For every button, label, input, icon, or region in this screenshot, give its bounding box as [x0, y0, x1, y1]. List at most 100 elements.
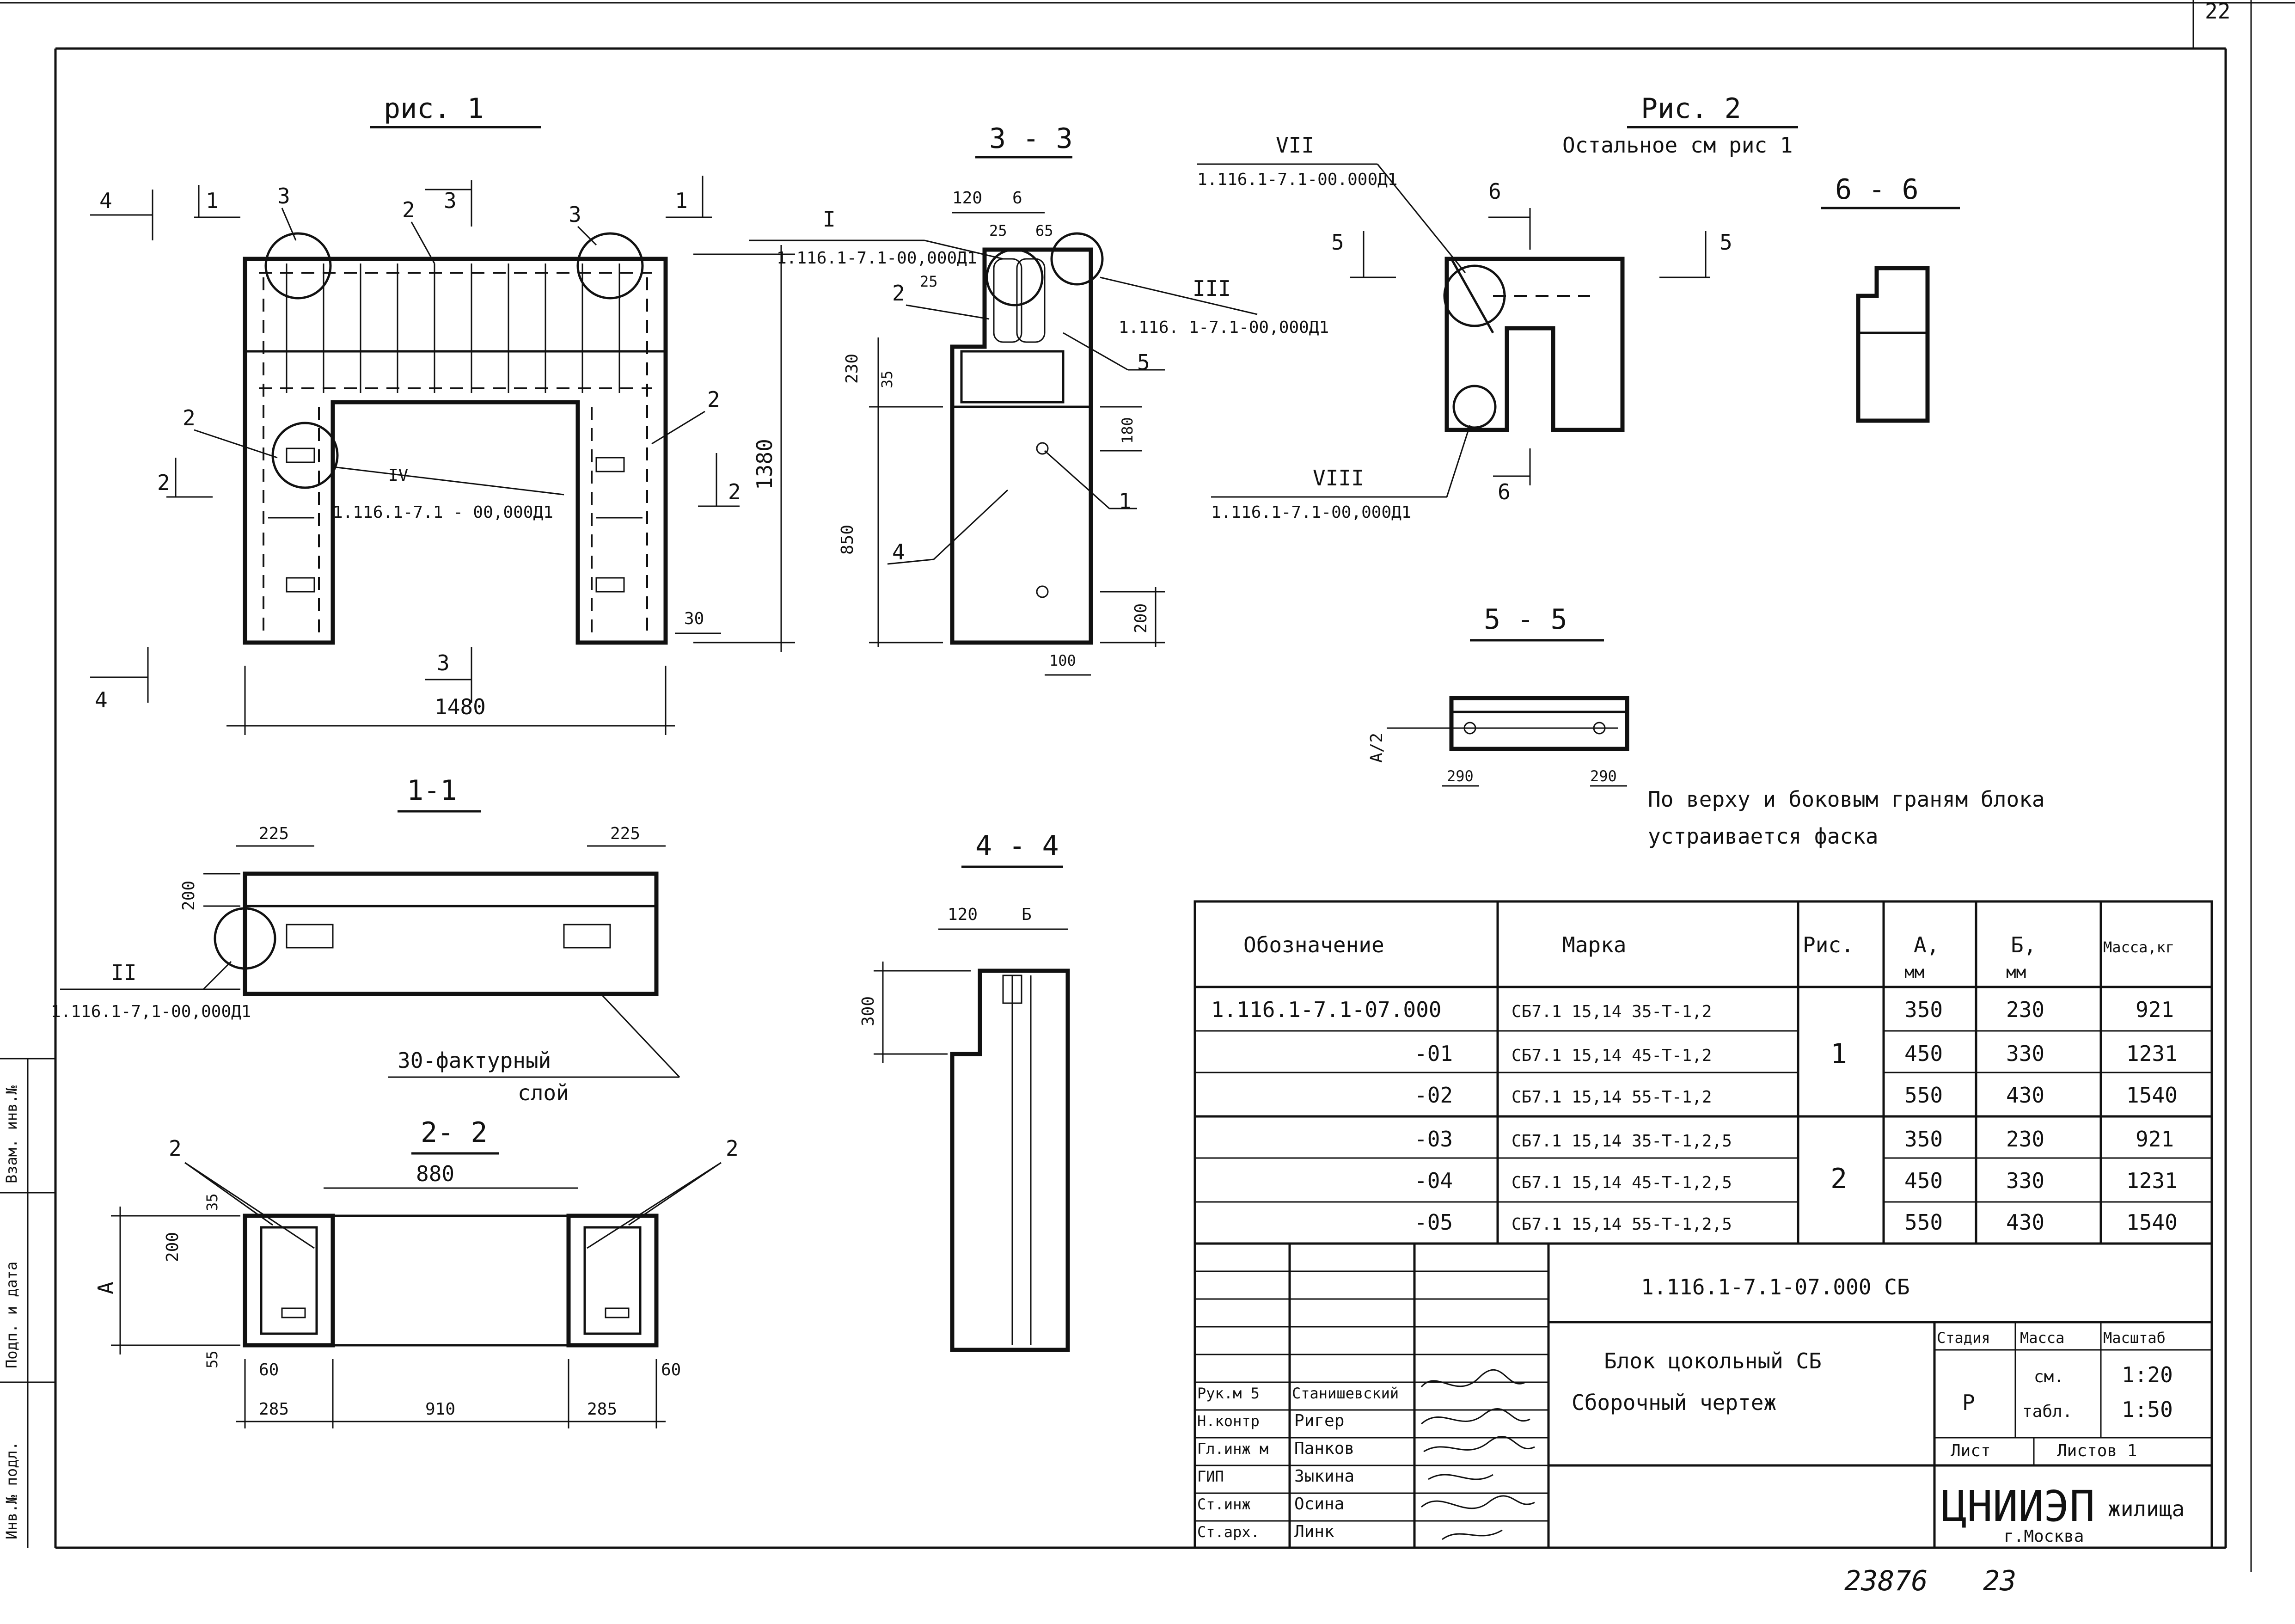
name-3: Панков	[1294, 1439, 1354, 1458]
spec-fig-group-2: 2	[1830, 1163, 1847, 1195]
sec44-dim-300: 300	[859, 996, 878, 1026]
sec33-dim-120: 120	[952, 189, 982, 208]
th-b-unit: мм	[2006, 963, 2026, 982]
name-4: Зыкина	[1294, 1467, 1354, 1486]
spec-row-2-b: 330	[2006, 1041, 2044, 1066]
th-a-unit: мм	[1904, 963, 1924, 982]
sec44-dim-120: 120	[948, 905, 978, 924]
note-line-1: По верху и боковым граням блока	[1648, 787, 2045, 812]
fig2-ref-viii: 1.116.1-7.1-00,000Д1	[1211, 503, 1411, 522]
spec-row-1-a: 350	[1904, 997, 1943, 1022]
sec33-pos-1: 1	[1119, 489, 1132, 514]
role-1: Рук.м 5	[1197, 1385, 1260, 1402]
spec-row-1-designation: 1.116.1-7.1-07.000	[1211, 997, 1442, 1022]
fig2-title: Рис. 2	[1641, 92, 1741, 125]
fig1-callout-iv-circle	[271, 422, 339, 489]
scale-2: 1:50	[2122, 1397, 2173, 1422]
left-strip-label-1: Инв.№ подл.	[3, 1441, 20, 1539]
mass-line-1: см.	[2034, 1367, 2064, 1386]
sec33-dim-25b: 25	[920, 273, 938, 290]
sec11-title: 1-1	[407, 774, 457, 807]
spec-row-2-mark: СБ7.1 15,14 45-Т-1,2	[1512, 1046, 1712, 1065]
label-sheet: Лист	[1951, 1441, 1991, 1460]
sheet-corner-number: 22	[2205, 0, 2230, 24]
sec11-dim-225a: 225	[259, 824, 289, 843]
sec33-callout-i: I	[823, 207, 836, 232]
sec22-pos-2-left: 2	[169, 1136, 182, 1161]
sec11-layer-line-2: слой	[518, 1080, 569, 1105]
fig1-pos-3-left: 3	[277, 184, 290, 208]
spec-row-3-b: 430	[2006, 1083, 2044, 1108]
title-block: 1.116.1-7.1-07.000 СБ Блок цокольный СБ …	[1193, 1242, 2213, 1549]
sec44-title: 4 - 4	[975, 830, 1059, 862]
spec-row-4-mark: СБ7.1 15,14 35-Т-1,2,5	[1512, 1132, 1732, 1151]
spec-row-3-mark: СБ7.1 15,14 55-Т-1,2	[1512, 1088, 1712, 1107]
spec-row-1-mass: 921	[2136, 997, 2174, 1022]
spec-row-1-b: 230	[2006, 997, 2044, 1022]
spec-row-3-a: 550	[1904, 1083, 1943, 1108]
sec11-layer-line-1: 30-фактурный	[398, 1048, 551, 1073]
fig1-title: рис. 1	[384, 92, 484, 125]
sec55-dim-290b: 290	[1590, 767, 1617, 785]
org-suffix: жилища	[2108, 1496, 2185, 1521]
name-1: Станишевский	[1292, 1385, 1399, 1402]
th-designation: Обозначение	[1243, 932, 1384, 957]
role-5: Ст.инж	[1197, 1495, 1251, 1513]
doc-title-line-1: Блок цокольный СБ	[1604, 1348, 1822, 1373]
section-5-5: 5 - 5 A/2 290 290	[1367, 603, 1629, 787]
sec22-title: 2- 2	[421, 1116, 488, 1149]
archive-number: 23876	[1844, 1565, 1928, 1597]
sec22-dim-60a: 60	[259, 1360, 279, 1379]
sec22-dim-35: 35	[203, 1193, 221, 1211]
sec33-dim-65: 65	[1035, 222, 1053, 239]
th-mark: Марка	[1562, 932, 1626, 957]
fig1-view: рис. 1	[90, 92, 795, 735]
section-4-4: 4 - 4 120 Б 300	[859, 830, 1070, 1352]
sec22-dim-a: A	[93, 1281, 118, 1294]
scale-1: 1:20	[2122, 1362, 2173, 1387]
sec33-pos-5: 5	[1137, 350, 1150, 375]
fig1-callout-iv: IV	[388, 466, 408, 485]
left-strip: Инв.№ подл. Подп. и дата Взам. инв.№	[0, 1058, 55, 1548]
name-2: Ригер	[1294, 1411, 1344, 1430]
fig1-sec-3-top: 3	[444, 188, 457, 213]
fig1-height-dim: 1380	[752, 439, 777, 490]
sec55-title: 5 - 5	[1484, 603, 1567, 636]
sec44-dim-b: Б	[1022, 905, 1032, 924]
spec-row-5-mark: СБ7.1 15,14 45-Т-1,2,5	[1512, 1173, 1732, 1192]
sec33-pos-4: 4	[892, 539, 905, 564]
fig2-ref-vii: 1.116.1-7.1-00.000Д1	[1197, 170, 1397, 189]
signatures	[1420, 1369, 1535, 1540]
spec-row-4-designation: -03	[1414, 1127, 1453, 1152]
spec-row-5-a: 450	[1904, 1168, 1943, 1193]
spec-row-5-mass: 1231	[2126, 1168, 2178, 1193]
sec11-dim-200: 200	[179, 881, 198, 911]
fig1-pos-2-left: 2	[183, 405, 196, 430]
sec33-callout-iii: III	[1193, 276, 1231, 301]
section-6-6: 6 - 6	[1821, 173, 1960, 423]
fig2-callout-viii: VIII	[1313, 466, 1364, 490]
spec-row-2-mass: 1231	[2126, 1041, 2178, 1066]
sec22-dim-285a: 285	[259, 1400, 289, 1419]
sec33-dim-25: 25	[989, 222, 1007, 239]
spec-row-3-mass: 1540	[2126, 1083, 2178, 1108]
fig2-view: Рис. 2 Остальное см рис 1 VII 1.116.1-7.…	[1197, 92, 1798, 522]
fig1-dim-30: 30	[684, 609, 704, 628]
fig1-sec-2-left: 2	[157, 470, 170, 495]
section-3-3: 3 - 3 I 1.116.1-7.1-00,000Д1 III 1.116. …	[749, 123, 1329, 676]
spec-row-4-mass: 921	[2136, 1127, 2174, 1152]
sec33-ref-i: 1.116.1-7.1-00,000Д1	[777, 249, 977, 268]
mass-line-2: табл.	[2022, 1402, 2072, 1421]
fig1-sec-3-bottom: 3	[437, 650, 450, 675]
spec-row-2-designation: -01	[1414, 1041, 1453, 1066]
left-strip-label-2: Подп. и дата	[3, 1262, 20, 1368]
th-mass: Масса,кг	[2103, 938, 2174, 956]
role-2: Н.контр	[1197, 1412, 1260, 1430]
org-city: г.Москва	[2004, 1527, 2084, 1546]
sec11-callout-ii: II	[111, 960, 136, 985]
fig1-sec-4-bottom: 4	[95, 687, 108, 712]
spec-row-6-mass: 1540	[2126, 1210, 2178, 1235]
doc-title-line-2: Сборочный чертеж	[1572, 1390, 1776, 1415]
page-number: 23	[1983, 1565, 2016, 1597]
